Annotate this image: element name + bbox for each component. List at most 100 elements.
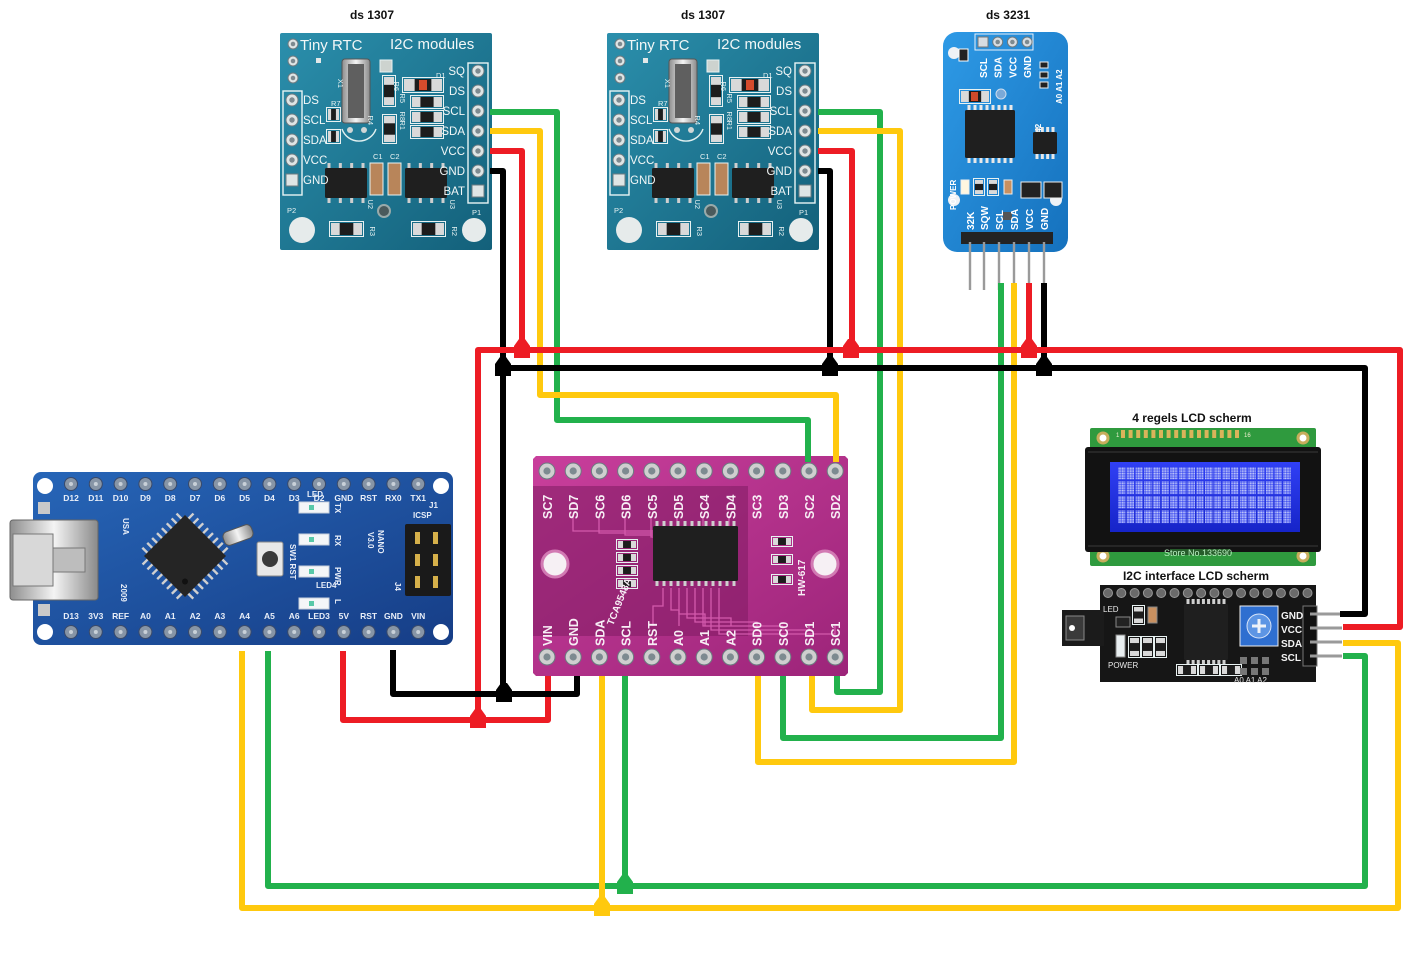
resistor (616, 578, 638, 589)
icsp-pin (415, 576, 420, 588)
top-pin-label: SD2 (829, 495, 843, 519)
address-pad (1262, 668, 1269, 675)
ic-tca9548a-leg (683, 580, 687, 586)
crystal-lead (361, 127, 367, 133)
resistor-body (1178, 666, 1196, 674)
resistor-r7-cap1 (655, 109, 659, 120)
bottom-pin-hole (595, 653, 603, 661)
ic-u2-leg (665, 197, 669, 203)
junction-gnd (496, 683, 512, 702)
header-pin (1151, 430, 1156, 438)
ic-ds3231-leg (1003, 157, 1007, 163)
chip-pin (161, 527, 169, 535)
resistor-r2-cap2 (435, 223, 444, 235)
top-pin-center (193, 482, 197, 486)
address-jumper (1039, 61, 1049, 69)
resistor-r6-body (711, 77, 721, 105)
p1-pin-label: DS (776, 86, 792, 98)
ic-tca9548a-leg (697, 521, 701, 527)
ic-u2-leg (338, 197, 342, 203)
char-cell (1205, 510, 1213, 524)
ic-tca9548a-leg (697, 580, 701, 586)
p2-pin-label: GND (630, 175, 656, 187)
ic-ds3231-leg (997, 157, 1001, 163)
bottom-pin-label: SC1 (829, 622, 843, 646)
diode-d1-frame (729, 77, 771, 93)
ic-pcf8574-leg (1212, 659, 1216, 665)
resistor-cap2 (1143, 650, 1152, 656)
pin-pad-hole (475, 108, 481, 114)
usb-pad (38, 502, 50, 514)
chip-pin (151, 567, 159, 576)
corner-hole (462, 218, 486, 242)
resistor-r2-cap1 (740, 223, 749, 235)
char-cell (1187, 481, 1195, 495)
icsp-label: ICSP (413, 511, 432, 520)
trace (670, 588, 680, 626)
bottom-pin-label: SD1 (803, 622, 817, 646)
char-cell (1248, 467, 1256, 480)
silkscreen-label: R1 (725, 120, 734, 130)
silkscreen-label: R7 (658, 99, 668, 108)
resistor (1176, 664, 1198, 676)
ic-ds3231-leg (973, 105, 977, 111)
resistor-frame (653, 129, 668, 144)
wire-ds3231-scl (780, 283, 1004, 741)
pin-pad (798, 84, 812, 98)
top-pin-label: SD5 (672, 495, 686, 519)
pin-pad (798, 104, 812, 118)
char-cell (1205, 467, 1213, 480)
resistor-cap1 (773, 556, 779, 563)
chip-pin (170, 517, 179, 525)
top-pin-hole (805, 467, 813, 475)
top-pin-label: D11 (88, 493, 103, 503)
char-cell (1118, 481, 1126, 495)
top-pin-label: GND (334, 493, 353, 503)
char-cell (1213, 496, 1222, 509)
junction-vcc (514, 339, 530, 358)
trace (710, 588, 810, 631)
top-pin-hole (622, 467, 630, 475)
top-pin-center (267, 482, 272, 486)
header-pad (1169, 588, 1180, 598)
diode-frame (959, 89, 991, 104)
ic-at24c32-leg (1051, 153, 1055, 159)
bottom-pin-label: D13 (63, 611, 79, 621)
header-pad (1182, 588, 1193, 598)
resistor (737, 95, 771, 109)
diode-cap1 (961, 91, 969, 102)
p1-pin-label: DS (449, 86, 465, 98)
ic-u3-leg (745, 163, 749, 169)
ic-u3-leg (441, 163, 445, 169)
resistor-body (773, 576, 791, 583)
char-cell (1213, 510, 1222, 524)
char-cell (1144, 496, 1152, 509)
top-pin-hole (753, 467, 761, 475)
header-pad (1222, 588, 1233, 598)
ic-u3 (405, 163, 447, 203)
resistor-cap1 (618, 580, 624, 587)
icsp-header (405, 524, 451, 596)
ic-pcf8574-body (1184, 604, 1228, 660)
diode-d1-cap1 (731, 79, 742, 91)
ic-ds3231-leg (979, 105, 983, 111)
header-pin (1128, 430, 1133, 438)
resistor-r6 (709, 75, 723, 107)
char-cell (1152, 467, 1161, 480)
char-cell (1222, 481, 1230, 495)
silkscreen-label: R4 (693, 115, 702, 125)
silkscreen-label: U3 (448, 199, 457, 209)
header-pin (1174, 430, 1179, 438)
ic-tca9548a-leg (718, 521, 722, 527)
ic-tca9548a-leg (655, 580, 659, 586)
pin-label: SDA (1281, 639, 1302, 650)
resistor-r3-cap1 (331, 223, 340, 235)
pin-pad (471, 104, 485, 118)
ic-tca9548a-leg (655, 521, 659, 527)
char-cell (1257, 467, 1265, 480)
pin-pad (285, 113, 299, 127)
resistor-frame (737, 110, 771, 124)
power-label: POWER (1108, 661, 1138, 670)
bottom-pin-label: GND (384, 611, 403, 621)
